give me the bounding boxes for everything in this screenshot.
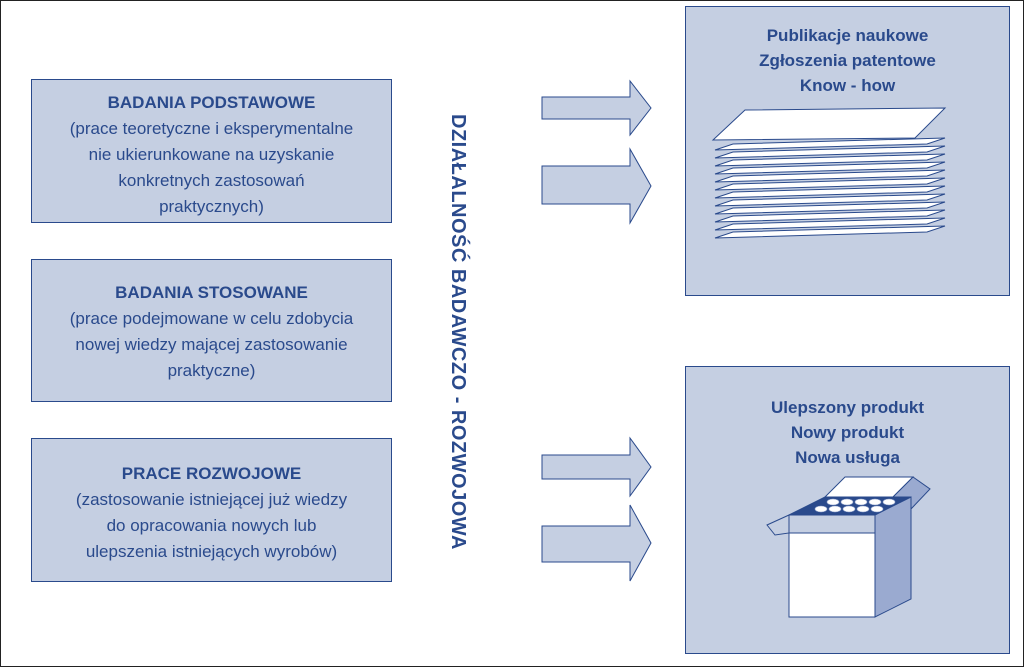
output-line: Ulepszony produkt <box>770 398 924 417</box>
arrow-icon <box>541 147 652 225</box>
category-title: BADANIA PODSTAWOWE <box>107 93 316 112</box>
product-box-icon <box>766 476 931 618</box>
category-basic-research: BADANIA PODSTAWOWE (prace teoretyczne i … <box>31 79 392 223</box>
arrow-icon <box>541 79 652 137</box>
category-desc-line: (zastosowanie istniejącej już wiedzy <box>75 490 348 509</box>
output-box-publications: Publikacje naukowe Zgłoszenia patentowe … <box>685 6 1010 296</box>
paper-stack-icon <box>711 107 947 239</box>
activity-vertical-label: DZIAŁALNOŚĆ BADAWCZO - ROZWOJOWA <box>447 114 469 550</box>
category-desc-line: nowej wiedzy mającej zastosowanie <box>75 335 348 354</box>
category-desc-line: praktyczne) <box>167 361 256 380</box>
category-applied-research: BADANIA STOSOWANE (prace podejmowane w c… <box>31 259 392 402</box>
category-desc-line: praktycznych) <box>159 197 264 216</box>
category-development-work: PRACE ROZWOJOWE (zastosowanie istniejące… <box>31 438 392 582</box>
output-line: Zgłoszenia patentowe <box>759 51 936 70</box>
output-line: Nowy produkt <box>790 423 905 442</box>
output-line: Know - how <box>799 76 896 95</box>
category-title: PRACE ROZWOJOWE <box>121 464 302 483</box>
output-line: Nowa usługa <box>795 448 900 467</box>
output-line: Publikacje naukowe <box>766 26 929 45</box>
category-desc-line: nie ukierunkowane na uzyskanie <box>88 145 335 164</box>
category-desc-line: do opracowania nowych lub <box>106 516 317 535</box>
arrow-icon <box>541 504 652 582</box>
category-title: BADANIA STOSOWANE <box>115 283 308 302</box>
category-desc-line: (prace podejmowane w celu zdobycia <box>69 309 354 328</box>
category-desc-line: ulepszenia istniejących wyrobów) <box>85 542 338 561</box>
category-desc-line: konkretnych zastosowań <box>118 171 305 190</box>
category-desc-line: (prace teoretyczne i eksperymentalne <box>69 119 354 138</box>
arrow-icon <box>541 436 652 498</box>
